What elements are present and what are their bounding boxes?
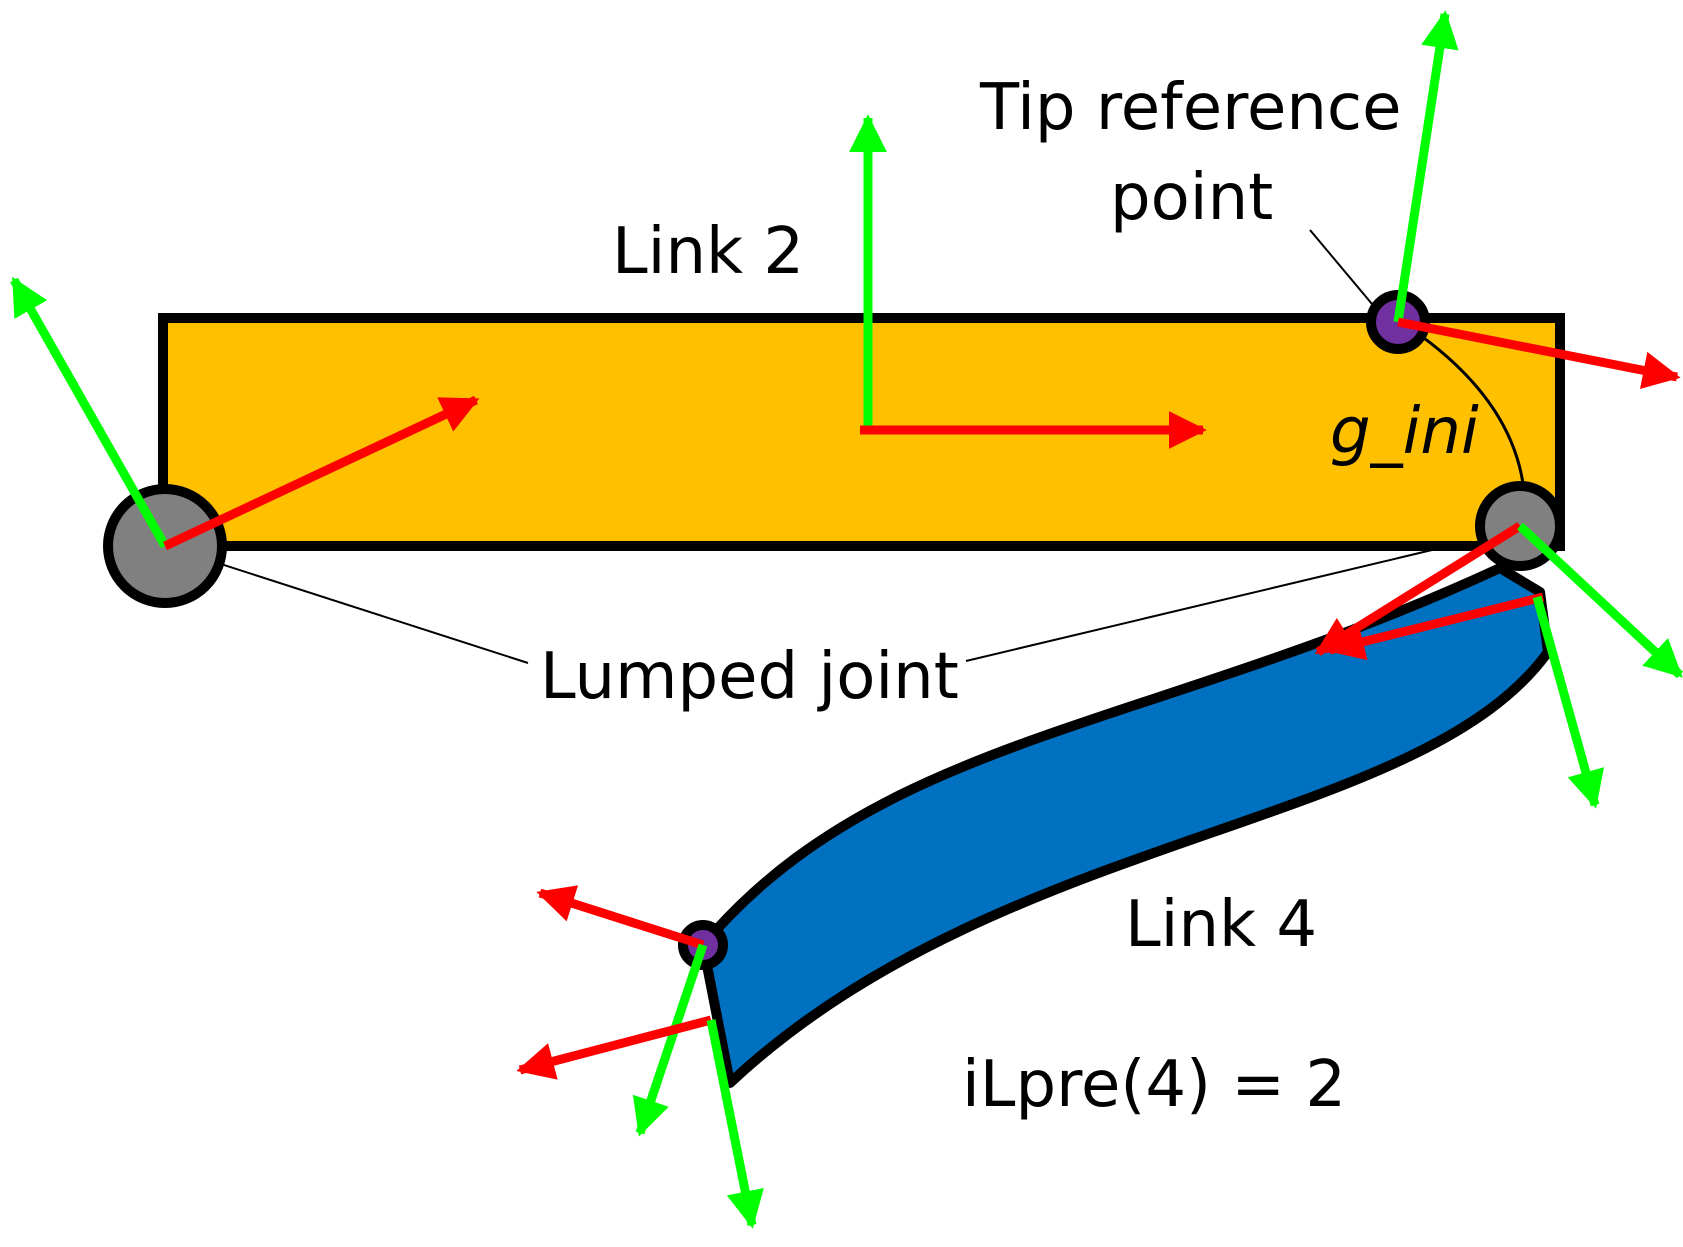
ilpre-label: iLpre(4) = 2 — [962, 1048, 1347, 1122]
tip-reference-label-line1: Tip reference — [980, 71, 1402, 145]
leader-line-left-joint — [164, 545, 529, 664]
lumped-joint-label: Lumped joint — [540, 640, 959, 714]
frame-tip-y-axis — [1393, 10, 1459, 323]
frame-link4-base-y-axis — [632, 943, 708, 1137]
frame-left-joint-x-axis — [163, 395, 480, 551]
frame-link4-tip-x-axis — [1326, 592, 1545, 661]
frame-link4-tip-y-axis — [1532, 595, 1605, 809]
frame-link4-section-x-axis — [516, 1015, 713, 1080]
g-ini-label: g_ini — [1330, 395, 1479, 469]
link4-label: Link 4 — [1125, 888, 1318, 962]
frame-tip-x-axis — [1397, 317, 1681, 389]
leader-line-right-joint — [965, 549, 1433, 662]
frame-left-joint-y-axis — [10, 276, 169, 549]
link2-label: Link 2 — [612, 215, 805, 289]
tip-reference-label-line2: point — [1110, 161, 1274, 235]
frame-link4-section-y-axis — [706, 1019, 764, 1229]
frame-link4-base-x-axis — [536, 885, 705, 950]
leader-line-tip — [1309, 229, 1373, 305]
frame-right-joint-y-axis — [1516, 522, 1683, 679]
